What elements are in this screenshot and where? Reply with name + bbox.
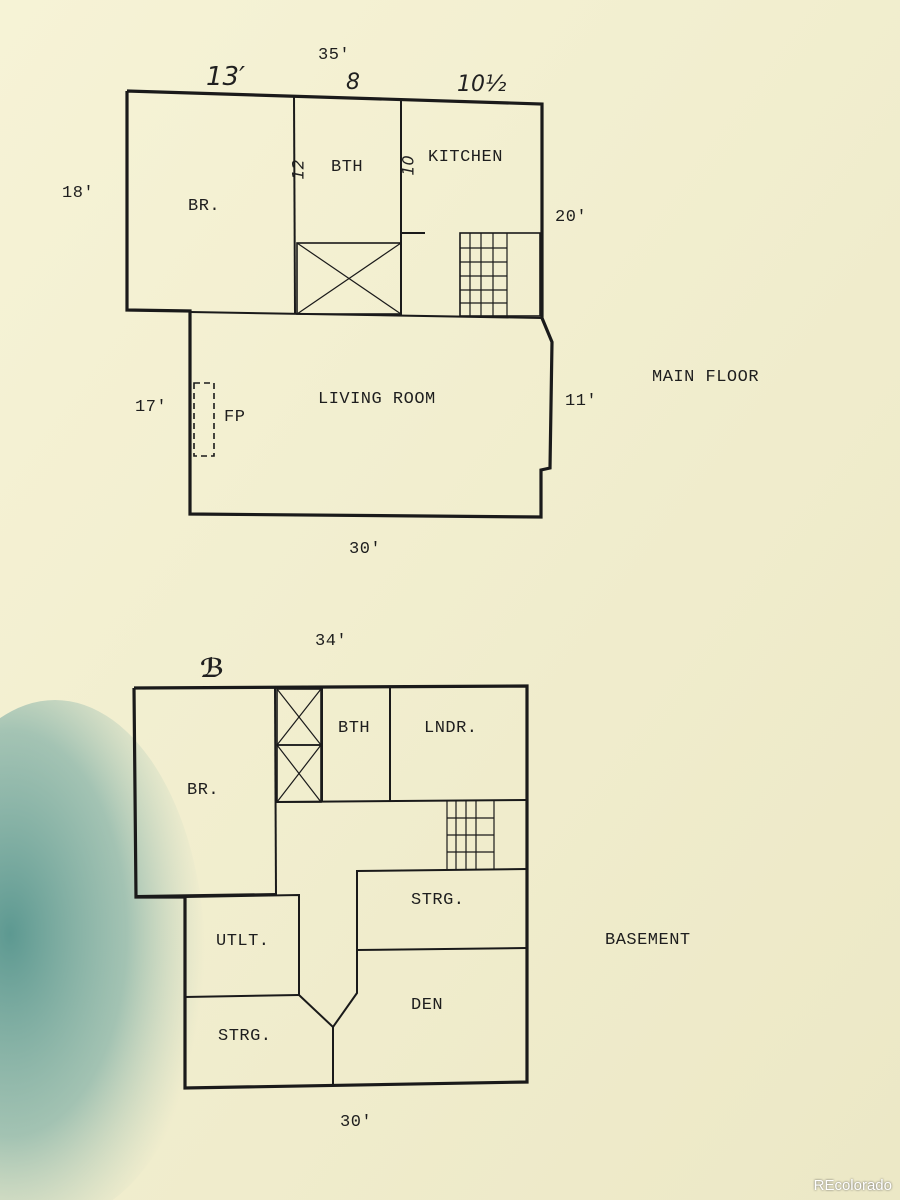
basement-outer-wall (132, 684, 529, 1090)
handwritten-kitchen-depth: 10 (398, 155, 418, 176)
room-label-lndr: LNDR. (424, 719, 478, 738)
dim-main-top: 35′ (318, 46, 351, 65)
wall-hall-top (275, 799, 528, 803)
fireplace-outline (193, 382, 215, 457)
handwritten-kitchen-width: 10½ (457, 72, 507, 97)
wall-living-room-top (189, 311, 543, 319)
handwritten-scribble: ℬ (200, 654, 225, 684)
room-label-kitchen: KITCHEN (428, 148, 503, 167)
room-label-strg-2: STRG. (218, 1027, 272, 1046)
main-floor-title: MAIN FLOOR (652, 368, 760, 387)
wall-br-east (274, 687, 277, 896)
wall-utility (184, 893, 300, 995)
wall-strg-1 (356, 868, 528, 952)
wall-br-south (135, 893, 277, 897)
handwritten-br-width: 13′ (206, 62, 245, 92)
room-label-fireplace: FP (224, 408, 246, 427)
photo-shadow (0, 700, 205, 1200)
room-label-den: DEN (411, 996, 444, 1015)
dim-main-left: 18′ (62, 184, 95, 203)
dim-main-right-upper: 20′ (555, 208, 588, 227)
closet-box (296, 242, 402, 315)
basement-title: BASEMENT (605, 931, 691, 950)
handwritten-bth-width: 8 (346, 70, 360, 95)
main-floor-plan (125, 89, 554, 519)
stairs-box (459, 232, 541, 317)
room-label-basement-br: BR. (187, 781, 220, 800)
dim-main-bottom: 30′ (349, 540, 382, 559)
room-label-utlt: UTLT. (216, 932, 270, 951)
dim-main-left-lower: 17′ (135, 398, 168, 417)
basement-plan (132, 684, 529, 1090)
main-floor-outer-wall (125, 89, 554, 519)
room-label-living-room: LIVING ROOM (318, 390, 436, 409)
basement-stair-treads (446, 801, 495, 869)
closet-x-line (296, 242, 402, 315)
watermark: REcolorado (813, 1177, 892, 1194)
stair-treads (460, 233, 508, 316)
room-label-strg-1: STRG. (411, 891, 465, 910)
dim-main-right-lower: 11′ (565, 392, 598, 411)
handwritten-bth-depth: 12 (288, 159, 308, 180)
room-label-bth: BTH (331, 158, 364, 177)
wall-br-bth (293, 95, 296, 314)
dim-basement-top: 34′ (315, 632, 348, 651)
room-label-br: BR. (188, 197, 221, 216)
room-label-basement-bth: BTH (338, 719, 371, 738)
wall-hall-angle (298, 950, 358, 1029)
dim-basement-bottom: 30′ (340, 1113, 373, 1132)
wall-utility-south (184, 994, 300, 998)
